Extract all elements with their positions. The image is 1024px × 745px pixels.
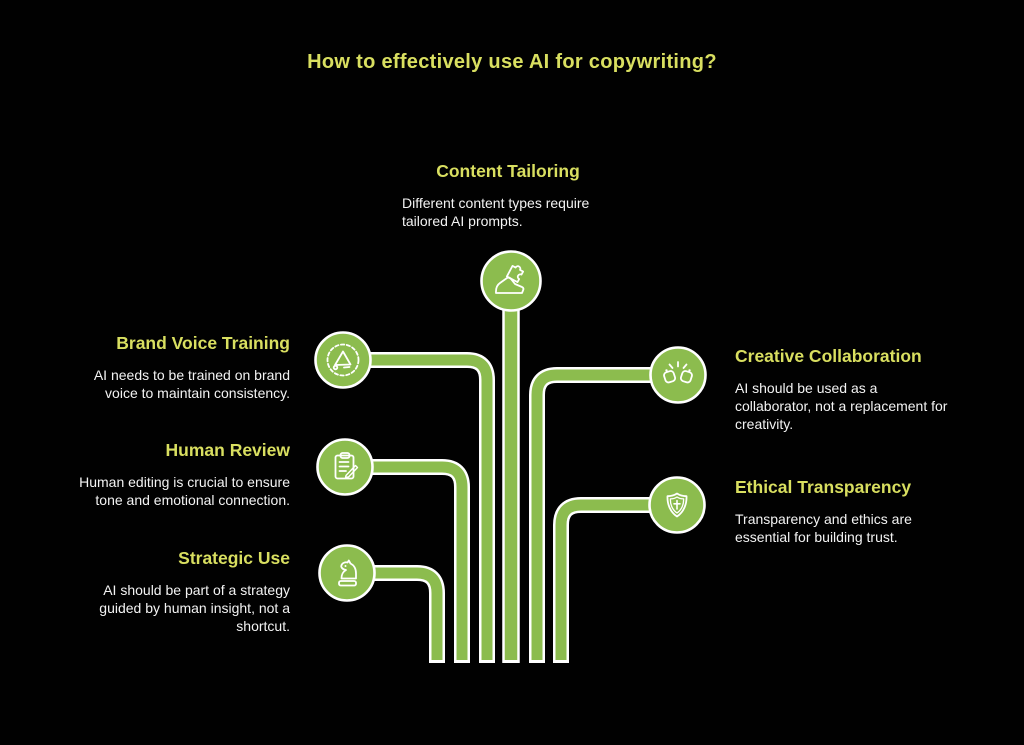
node-heading-content-tailoring: Content Tailoring (436, 161, 580, 181)
node-circle-content-tailoring (480, 250, 542, 312)
node-creative-collaboration: Creative Collaboration AI should be used… (735, 346, 970, 433)
fist-bump-icon (663, 361, 693, 384)
connector-brand-voice (343, 354, 493, 660)
node-heading-creative-collaboration: Creative Collaboration (735, 346, 922, 366)
node-circle-creative-collaboration (649, 346, 707, 404)
connector-outline-ethical-transparency (553, 497, 677, 663)
hand-puzzle-icon (495, 264, 525, 294)
node-body-strategic-use: AI should be part of a strategy guided b… (99, 582, 290, 634)
node-heading-strategic-use: Strategic Use (178, 548, 290, 568)
node-human-review: Human Review Human editing is crucial to… (55, 440, 290, 509)
node-body-human-review: Human editing is crucial to ensure tone … (79, 474, 290, 508)
connector-lines (343, 281, 678, 660)
node-strategic-use: Strategic Use AI should be part of a str… (80, 548, 290, 635)
node-body-brand-voice-training: AI needs to be trained on brand voice to… (93, 367, 290, 401)
connector-creative-collaboration (531, 369, 678, 660)
node-heading-ethical-transparency: Ethical Transparency (735, 477, 912, 497)
shield-cross-icon (666, 492, 688, 518)
connector-ethical-transparency (555, 499, 677, 660)
chess-knight-icon (338, 559, 357, 587)
node-heading-human-review: Human Review (165, 440, 290, 460)
node-heading-brand-voice-training: Brand Voice Training (116, 333, 290, 353)
page-title: How to effectively use AI for copywritin… (307, 51, 717, 73)
node-circle-strategic-use (318, 544, 376, 602)
node-circle-brand-voice (314, 331, 372, 389)
node-ethical-transparency: Ethical Transparency Transparency and et… (735, 477, 970, 546)
node-brand-voice-training: Brand Voice Training AI needs to be trai… (55, 333, 290, 402)
node-body-content-tailoring: Different content types require tailored… (402, 195, 590, 229)
connector-strategic-use (347, 567, 443, 660)
clipboard-pencil-icon (334, 452, 359, 480)
node-body-creative-collaboration: AI should be used as a collaborator, not… (735, 380, 948, 432)
node-content-tailoring: Content Tailoring Different content type… (402, 161, 614, 230)
connector-human-review (345, 461, 468, 660)
megaphone-icon (326, 343, 360, 377)
node-body-ethical-transparency: Transparency and ethics are essential fo… (735, 511, 912, 545)
